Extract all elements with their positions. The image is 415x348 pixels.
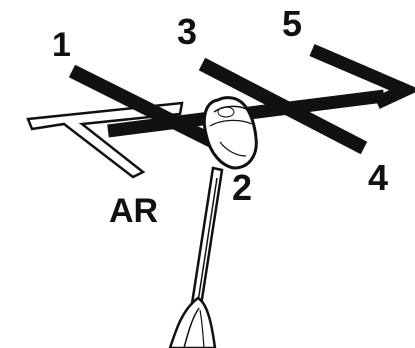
gear-label-3: 3 [177, 11, 197, 52]
gear-label-4: 4 [368, 157, 388, 198]
gear-label-1: 1 [52, 26, 71, 64]
shift-lever-rod [191, 168, 222, 312]
shift-boot [170, 298, 215, 348]
gear-label-5: 5 [282, 3, 302, 44]
gear-label-reverse: AR [109, 192, 158, 230]
gear-label-2: 2 [232, 167, 252, 208]
